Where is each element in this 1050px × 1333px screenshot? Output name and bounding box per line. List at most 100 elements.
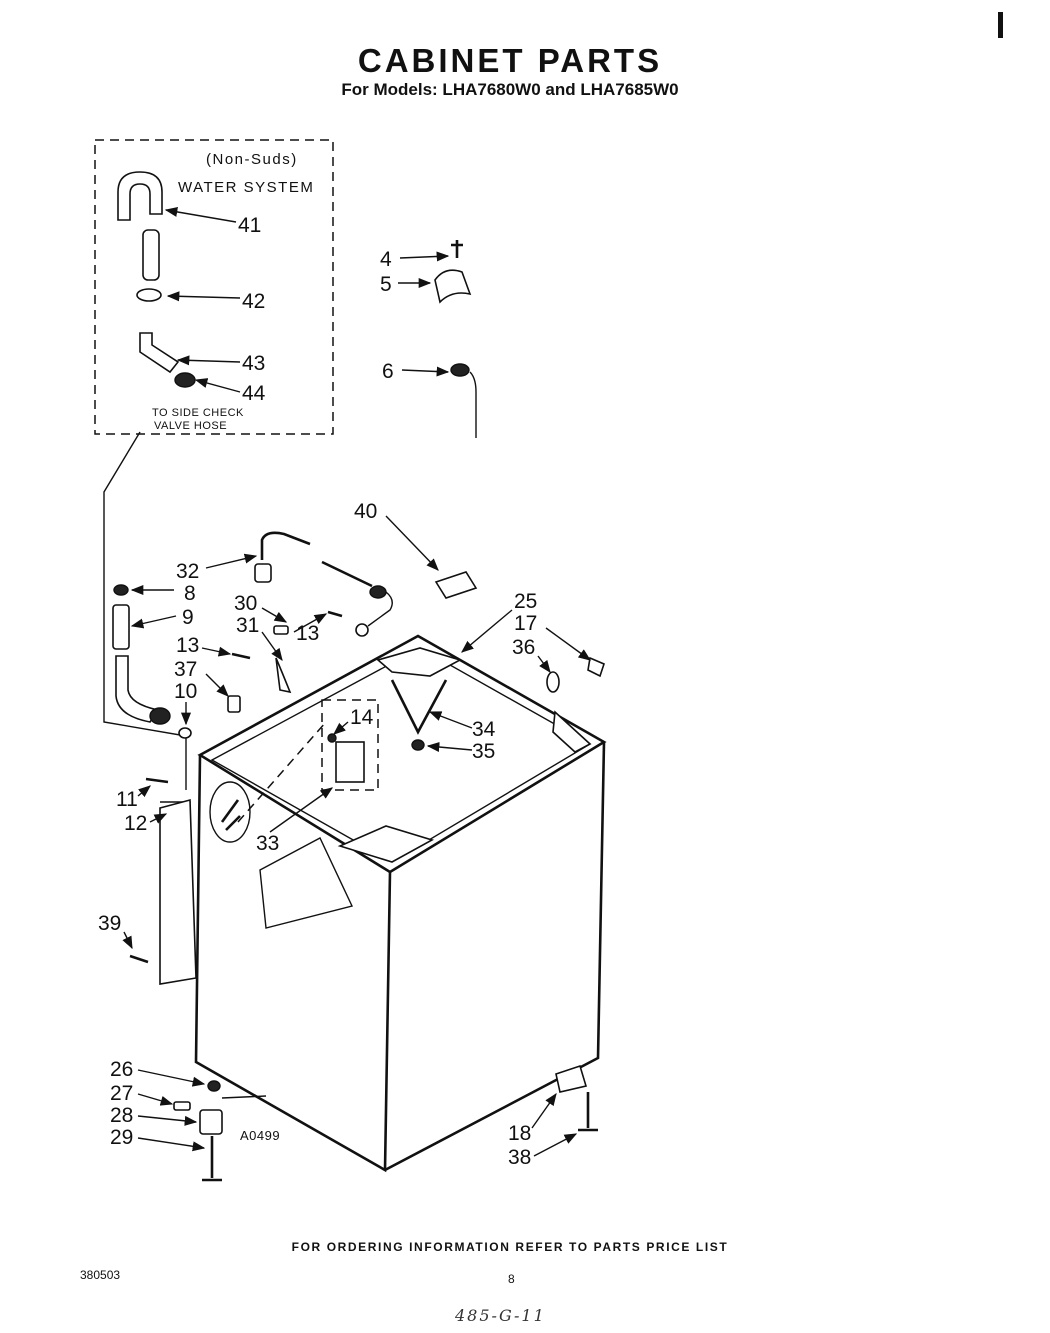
- callout-10: 10: [174, 680, 197, 703]
- hose-lower: [321, 560, 373, 588]
- corner-mark: [998, 12, 1003, 38]
- front-corner-brace: [337, 825, 435, 863]
- callout-40: 40: [354, 500, 377, 523]
- leader-lines: [122, 206, 592, 1157]
- cabinet-front-side: [194, 754, 392, 1173]
- cabinet-right-side: [384, 741, 606, 1172]
- part-32-fitting: [254, 563, 272, 583]
- hose-coupling: [149, 707, 171, 725]
- callout-12: 12: [124, 812, 147, 835]
- callout-17: 17: [514, 612, 537, 635]
- part-12-rear-panel: [159, 798, 197, 985]
- callout-41: 41: [238, 214, 261, 237]
- cabinet-opening: [259, 837, 353, 929]
- left-fixture-detail: [220, 799, 241, 831]
- handwritten-note: 485-G-11: [455, 1306, 546, 1325]
- top-parts-group: [434, 240, 477, 438]
- ordering-note: FOR ORDERING INFORMATION REFER TO PARTS …: [291, 1240, 729, 1254]
- inset-note-line2: VALVE HOSE: [154, 420, 227, 432]
- part-32-hose: [260, 531, 311, 560]
- part-17-hook: [587, 656, 605, 678]
- callout-27: 27: [110, 1082, 133, 1105]
- part-35-nut: [411, 739, 425, 751]
- callout-11: 11: [116, 788, 138, 811]
- callout-43: 43: [242, 352, 265, 375]
- callout-4: 4: [380, 248, 392, 271]
- callout-6: 6: [382, 360, 394, 383]
- part-26-nut: [207, 1080, 221, 1092]
- wire-ring: [355, 623, 369, 637]
- callout-14: 14: [350, 706, 374, 729]
- part-41-straight-hose: [142, 229, 160, 281]
- part-6-grommet: [450, 363, 470, 377]
- callout-13b: 13: [296, 622, 319, 645]
- callout-29: 29: [110, 1126, 133, 1149]
- part-40-clip: [434, 571, 478, 599]
- page-title: CABINET PARTS: [357, 42, 663, 79]
- cabinet-body: [129, 531, 607, 1182]
- callout-numbers: 41 42 43 44 4 5 6 40 32 8 9 30 31 13 13 …: [98, 214, 537, 1169]
- callout-36: 36: [512, 636, 535, 659]
- callout-5: 5: [380, 273, 392, 296]
- part-28-leveling-leg: [199, 1109, 223, 1135]
- part-39-screw: [129, 954, 149, 964]
- callout-32: 32: [176, 560, 199, 583]
- part-43-hose: [139, 332, 180, 374]
- part-13-screw-upper: [327, 610, 343, 618]
- part-31-latch: [275, 657, 292, 694]
- callout-18: 18: [508, 1122, 531, 1145]
- left-hose-assembly: [112, 584, 192, 831]
- callout-42: 42: [242, 290, 265, 313]
- inset-title-line2: WATER SYSTEM: [178, 179, 314, 196]
- inset-border: [94, 139, 334, 435]
- part-34-spring: [390, 679, 448, 735]
- part-14-screw: [327, 733, 337, 743]
- callout-13a: 13: [176, 634, 199, 657]
- callout-26: 26: [110, 1058, 133, 1081]
- part-5-bracket: [434, 269, 472, 304]
- part-38-foot: [578, 1092, 598, 1132]
- part-13-screw-lower: [231, 652, 251, 660]
- wire-lead: [367, 591, 393, 627]
- part-37-screw: [227, 695, 241, 713]
- callout-31: 31: [236, 614, 259, 637]
- part-6-hose-line: [469, 371, 477, 438]
- doc-number: 380503: [80, 1268, 121, 1282]
- inset-note-line1: TO SIDE CHECK: [152, 407, 244, 419]
- inset-title-line1: (Non-Suds): [206, 151, 298, 168]
- part-42-clamp: [136, 288, 162, 302]
- right-corner-brace: [552, 710, 592, 753]
- callout-37: 37: [174, 658, 197, 681]
- part-18-bracket: [555, 1064, 588, 1093]
- part-11-screw: [145, 777, 169, 784]
- callout-28: 28: [110, 1104, 133, 1127]
- part-8-nut: [113, 584, 129, 596]
- left-fixture-outline: [209, 781, 251, 843]
- figure-code: A0499: [240, 1128, 280, 1143]
- part-27-pin: [173, 1101, 191, 1111]
- part-4-screw: [451, 240, 463, 258]
- page-subtitle: For Models: LHA7680W0 and LHA7685W0: [341, 80, 679, 99]
- part-36-bumper: [546, 671, 560, 693]
- part-41-elbow-hose: [117, 171, 163, 221]
- callout-35: 35: [472, 740, 495, 763]
- callout-25: 25: [514, 590, 537, 613]
- callout-44: 44: [242, 382, 266, 405]
- leg-brace: [221, 1095, 267, 1099]
- part-10-washer: [178, 727, 192, 739]
- part-9-fitting: [112, 604, 130, 650]
- part-29-foot: [202, 1136, 222, 1182]
- side-check-hose-line: [103, 431, 187, 790]
- callout-9: 9: [182, 606, 194, 629]
- part-33-switch: [335, 741, 365, 783]
- hose-end: [369, 585, 387, 599]
- water-system-inset: (Non-Suds) WATER SYSTEM TO SIDE CHECK VA…: [94, 139, 334, 435]
- callout-39: 39: [98, 912, 121, 935]
- callout-8: 8: [184, 582, 196, 605]
- part-44-fitting: [174, 372, 196, 388]
- callout-30: 30: [234, 592, 257, 615]
- callout-34: 34: [472, 718, 496, 741]
- switch-dashed-outline: [321, 699, 379, 791]
- page-number: 8: [508, 1272, 515, 1286]
